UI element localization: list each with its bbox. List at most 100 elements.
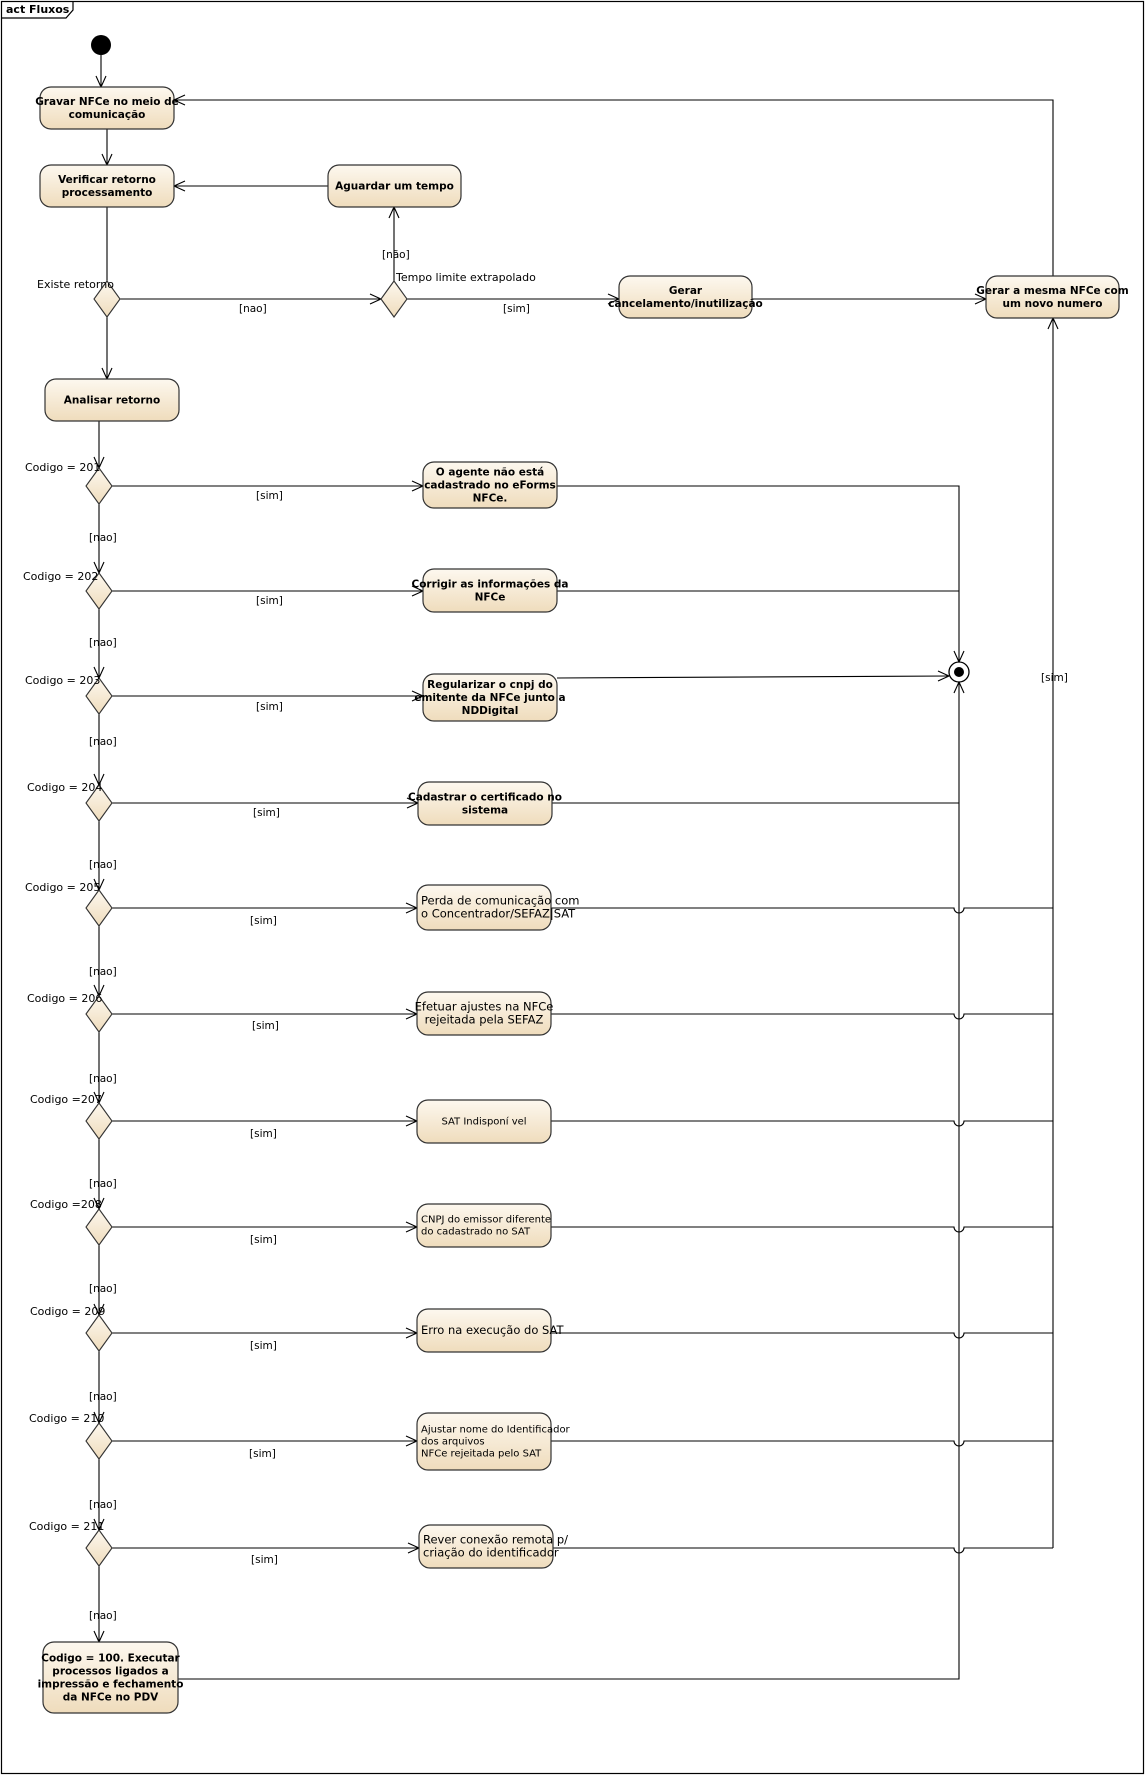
decision-label-211: Codigo = 211 xyxy=(29,1520,104,1533)
activity-text-a204: Cadastrar o certificado no xyxy=(408,792,562,804)
decision-d208 xyxy=(85,1208,113,1246)
guard-nao-2: [nao] xyxy=(89,637,117,649)
guard-sim-d209: [sim] xyxy=(250,1340,277,1352)
guard-sim-d205: [sim] xyxy=(250,915,277,927)
activity-text-a206: rejeitada pela SEFAZ xyxy=(425,1013,544,1027)
activity-text-a208: CNPJ do emissor diferente xyxy=(421,1215,551,1226)
activity-text-a205: Perda de comunicação com xyxy=(421,894,579,908)
activity-text-a201: cadastrado no eForms xyxy=(424,480,556,492)
decision-label-203: Codigo = 203 xyxy=(25,674,100,687)
activity-text-a100: da NFCe no PDV xyxy=(63,1692,159,1704)
guard-nao-9: [nao] xyxy=(89,1391,117,1403)
decision-d203 xyxy=(85,677,113,715)
guard-sim-d201: [sim] xyxy=(256,490,283,502)
activity-box-a204 xyxy=(417,781,553,826)
activity-text-a210: NFCe rejeitada pelo SAT xyxy=(421,1449,542,1460)
activity-text-a203: Regularizar o cnpj do xyxy=(427,679,553,691)
edges xyxy=(93,55,1059,1680)
edge-a210-mesma xyxy=(551,1440,1053,1447)
activity-text-mesma_nfce: Gerar a mesma NFCe com xyxy=(976,285,1128,297)
guard-sim-d203: [sim] xyxy=(256,701,283,713)
activity-box-verificar xyxy=(39,164,175,208)
labels: Existe retorno Tempo limite extrapoladoCo… xyxy=(23,249,1068,1622)
guard-nao-7: [nao] xyxy=(89,1178,117,1190)
activity-analisar: Analisar retorno xyxy=(44,378,180,422)
activity-text-a203: emitente da NFCe junto a xyxy=(414,692,565,704)
guard-sim-d204: [sim] xyxy=(253,807,280,819)
guard-nao-tempo: [não] xyxy=(382,249,410,261)
activity-box-mesma_nfce xyxy=(985,275,1120,319)
guard-sim-mesma: [sim] xyxy=(1041,672,1068,684)
edge-mesma-gravar xyxy=(174,99,1054,276)
guard-nao-8: [nao] xyxy=(89,1283,117,1295)
activity-text-a210: Ajustar nome do Identificador xyxy=(421,1425,571,1436)
guard-sim-d210: [sim] xyxy=(249,1448,276,1460)
edge-a209-mesma xyxy=(551,1332,1053,1339)
guard-nao-3: [nao] xyxy=(89,736,117,748)
frame-title: act Fluxos xyxy=(6,3,70,16)
activity-text-mesma_nfce: um novo numero xyxy=(1003,298,1103,310)
activity-text-analisar: Analisar retorno xyxy=(64,395,160,407)
decision-d210 xyxy=(85,1422,113,1460)
guard-existe-nao: [nao] xyxy=(239,303,267,315)
activity-box-a100 xyxy=(42,1641,179,1714)
activity-text-verificar: Verificar retorno xyxy=(58,174,156,186)
edge-a206-mesma xyxy=(551,1013,1053,1020)
decision-d211 xyxy=(85,1529,113,1567)
edge-a203-final-arrow xyxy=(937,670,951,682)
decision-label-209: Codigo = 209 xyxy=(30,1305,105,1318)
decision-label-210: Codigo = 210 xyxy=(29,1412,104,1425)
activity-text-a100: impressão e fechamento xyxy=(38,1679,184,1691)
guard-sim-d208: [sim] xyxy=(250,1234,277,1246)
activity-text-a206: Efetuar ajustes na NFCe xyxy=(415,1000,554,1014)
decision-d204 xyxy=(85,784,113,822)
guard-sim-d202: [sim] xyxy=(256,595,283,607)
activity-box-a208 xyxy=(416,1203,552,1248)
decision-label-existe-retorno: Existe retorno xyxy=(37,278,114,291)
activity-text-a201: O agente não está xyxy=(436,467,544,479)
guard-nao-10: [nao] xyxy=(89,1499,117,1511)
decision-label-204: Codigo = 204 xyxy=(27,781,102,794)
activity-text-a207: SAT Indisponí vel xyxy=(441,1116,526,1128)
decision-d207 xyxy=(85,1102,113,1140)
edge-a100-final xyxy=(178,696,960,1680)
activity-box-analisar xyxy=(44,378,180,422)
edge-a201-final xyxy=(557,485,960,650)
activity-text-a209: Erro na execução do SAT xyxy=(421,1323,565,1337)
final-node-dot xyxy=(954,667,964,677)
activity-box-a207 xyxy=(416,1099,552,1144)
edge-a207-mesma xyxy=(551,1120,1053,1127)
decision-label-tempo-limite: Tempo limite extrapolado xyxy=(395,271,536,284)
guard-sim-d211: [sim] xyxy=(251,1554,278,1566)
activity-text-a100: Codigo = 100. Executar xyxy=(41,1653,180,1665)
activity-box-a202 xyxy=(422,568,558,613)
edge-a205-mesma xyxy=(551,907,1053,914)
activity-box-a201 xyxy=(422,461,558,509)
edge-a211-mesma xyxy=(553,1547,1053,1554)
activity-text-a210: dos arquivos xyxy=(421,1437,485,1448)
activity-text-a100: processos ligados a xyxy=(52,1666,168,1678)
nodes: Gravar NFCe no meio decomunicaçãoVerific… xyxy=(35,35,1129,1714)
guard-nao-1: [nao] xyxy=(89,532,117,544)
activity-text-a211: Rever conexão remota p/ xyxy=(423,1533,568,1547)
decision-d205 xyxy=(85,889,113,927)
activity-box-a205 xyxy=(416,884,552,931)
activity-text-cancelamento: cancelamento/inutilização xyxy=(608,298,763,310)
activity-text-a211: criação do identificador xyxy=(423,1546,559,1560)
decision-label-202: Codigo = 202 xyxy=(23,570,98,583)
activity-text-gravar: Gravar NFCe no meio de xyxy=(35,96,179,108)
edge-a203-final xyxy=(556,675,950,679)
decision-label-206: Codigo = 206 xyxy=(27,992,102,1005)
